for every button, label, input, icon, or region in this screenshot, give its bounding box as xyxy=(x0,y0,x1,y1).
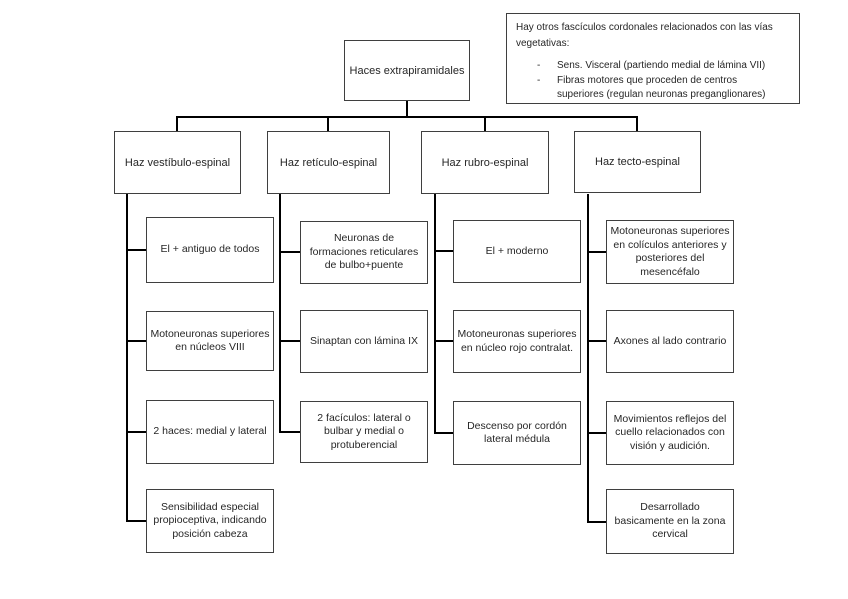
connector-drop-col4 xyxy=(636,116,638,131)
child-node-col4-3: Movimientos reflejos del cuello relacion… xyxy=(606,401,734,465)
connector-stub xyxy=(434,432,453,434)
connector-drop-col3 xyxy=(484,116,486,131)
child-node-col3-2: Motoneuronas superiores en núcleo rojo c… xyxy=(453,310,581,373)
connector-spine-col4 xyxy=(587,194,589,523)
connector-main-horizontal xyxy=(176,116,638,118)
connector-stub xyxy=(126,340,146,342)
note-list-item: - Fibras motores que proceden de centros… xyxy=(516,74,790,103)
child-node-col2-2: Sinaptan con lámina IX xyxy=(300,310,428,373)
connector-root-stem xyxy=(406,101,408,118)
root-node: Haces extrapiramidales xyxy=(344,40,470,101)
child-node-col4-4: Desarrollado basicamente en la zona cerv… xyxy=(606,489,734,554)
note-title: Hay otros fascículos cordonales relacion… xyxy=(516,22,773,49)
child-node-col1-2: Motoneuronas superiores en núcleos VIII xyxy=(146,311,274,371)
child-node-col3-1: El + moderno xyxy=(453,220,581,283)
connector-drop-col1 xyxy=(176,116,178,131)
connector-stub xyxy=(126,520,146,522)
connector-stub xyxy=(279,431,300,433)
connector-stub xyxy=(587,432,606,434)
header-node-haz-tecto-espinal: Haz tecto-espinal xyxy=(574,131,701,193)
header-node-haz-reticulo-espinal: Haz retículo-espinal xyxy=(267,131,390,194)
connector-spine-col3 xyxy=(434,194,436,434)
header-node-haz-rubro-espinal: Haz rubro-espinal xyxy=(421,131,549,194)
connector-stub xyxy=(279,340,300,342)
child-node-col3-3: Descenso por cordón lateral médula xyxy=(453,401,581,465)
header-node-haz-vestibulo-espinal: Haz vestíbulo-espinal xyxy=(114,131,241,194)
child-node-col4-2: Axones al lado contrario xyxy=(606,310,734,373)
child-node-col1-1: El + antiguo de todos xyxy=(146,217,274,283)
bullet-dash: - xyxy=(537,74,541,86)
connector-stub xyxy=(126,249,146,251)
connector-spine-col2 xyxy=(279,194,281,433)
connector-stub xyxy=(587,340,606,342)
connector-stub xyxy=(587,521,606,523)
note-box: Hay otros fascículos cordonales relacion… xyxy=(506,13,800,104)
child-node-col1-4: Sensibilidad especial propioceptiva, ind… xyxy=(146,489,274,553)
child-node-col4-1: Motoneuronas superiores en colículos ant… xyxy=(606,220,734,284)
connector-stub xyxy=(587,251,606,253)
bullet-dash: - xyxy=(537,60,541,71)
connector-spine-col1 xyxy=(126,194,128,522)
connector-stub xyxy=(434,250,453,252)
note-list-item: - Sens. Visceral (partiendo medial de lá… xyxy=(516,59,790,74)
connector-stub xyxy=(434,340,453,342)
child-node-col1-3: 2 haces: medial y lateral xyxy=(146,400,274,464)
connector-drop-col2 xyxy=(327,116,329,131)
connector-stub xyxy=(126,431,146,433)
child-node-col2-3: 2 facículos: lateral o bulbar y medial o… xyxy=(300,401,428,463)
note-item-text: Sens. Visceral (partiendo medial de lámi… xyxy=(557,60,766,71)
note-list: - Sens. Visceral (partiendo medial de lá… xyxy=(516,59,790,103)
child-node-col2-1: Neuronas de formaciones reticulares de b… xyxy=(300,221,428,284)
connector-stub xyxy=(279,251,300,253)
